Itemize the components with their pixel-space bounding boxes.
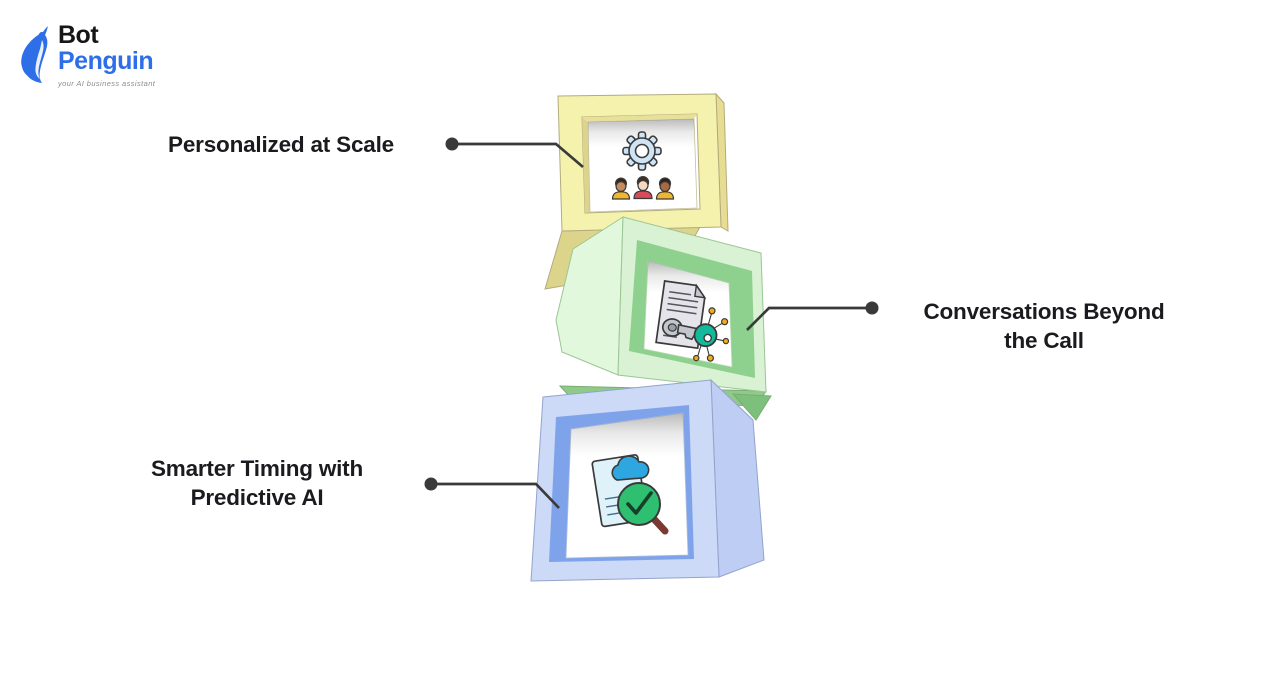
label-personalized-at-scale: Personalized at Scale xyxy=(168,132,394,157)
label-conversations-beyond-call: Conversations Beyond the Call xyxy=(923,299,1165,353)
team-icon xyxy=(611,176,675,200)
brand-name-bottom: Penguin xyxy=(58,47,154,76)
brand-name-top: Bot xyxy=(58,21,99,49)
cube-smarter-timing xyxy=(530,378,765,582)
connector-dot xyxy=(445,137,459,151)
connector-lines xyxy=(431,142,872,509)
connector-dots xyxy=(424,137,879,491)
label-smarter-timing: Smarter Timing with Predictive AI xyxy=(150,456,364,510)
gear-icon xyxy=(622,131,662,171)
connector-dot xyxy=(865,301,879,315)
brand-tagline: your AI business assistant xyxy=(58,78,156,88)
connector-smarter-timing xyxy=(431,482,560,509)
penguin-icon xyxy=(21,26,48,83)
connector-conversations xyxy=(746,306,872,331)
botpenguin-logo: Bot Penguin your AI business assistant xyxy=(14,22,155,88)
connector-dot xyxy=(424,477,438,491)
document-search-icon xyxy=(591,454,669,535)
connector-personalized xyxy=(452,142,584,169)
document-key-icon xyxy=(655,280,730,362)
